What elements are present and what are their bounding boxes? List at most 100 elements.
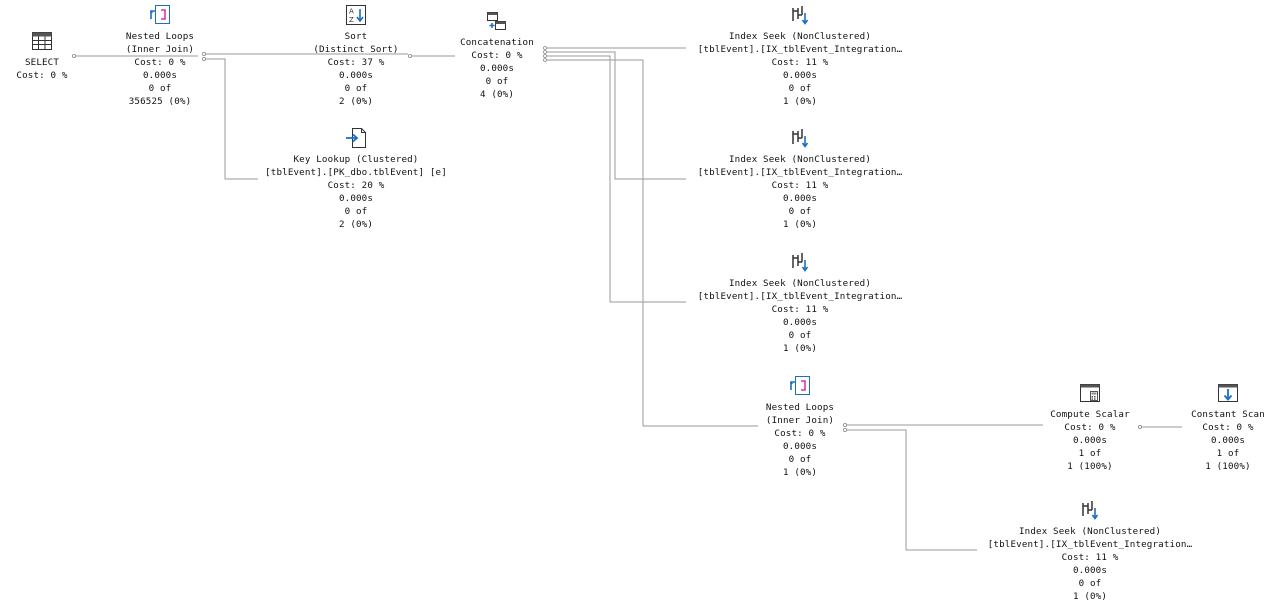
- operator-name: Key Lookup (Clustered): [293, 154, 419, 165]
- compute-scalar-icon: [1077, 380, 1103, 406]
- sort-node[interactable]: A Z Sort (Distinct Sort) Cost: 37 % 0.00…: [231, 2, 481, 108]
- operator-object: [tblEvent].[IX_tblEvent_Integration…: [697, 43, 903, 55]
- operator-name: Sort: [344, 31, 368, 42]
- operator-name: Index Seek (NonClustered): [728, 278, 872, 289]
- operator-rows: 0 of: [788, 205, 812, 217]
- operator-time: 0.000s: [782, 440, 818, 452]
- operator-type: (Inner Join): [125, 43, 195, 55]
- index-seek-node[interactable]: Index Seek (NonClustered) [tblEvent].[IX…: [965, 497, 1215, 603]
- operator-cost: Cost: 0 %: [774, 427, 826, 439]
- sort-icon: A Z: [343, 2, 369, 28]
- operator-object: [tblEvent].[PK_dbo.tblEvent] [e]: [265, 166, 447, 178]
- edge-nested-loops-key-lookup: [204, 58, 258, 180]
- operator-estimate: 356525 (0%): [128, 95, 192, 107]
- operator-estimate: 1 (0%): [782, 95, 818, 107]
- operator-rows: 0 of: [485, 75, 509, 87]
- operator-time: 0.000s: [479, 62, 515, 74]
- operator-object: [tblEvent].[IX_tblEvent_Integration…: [697, 166, 903, 178]
- index-seek-icon: [787, 125, 813, 151]
- operator-estimate: 2 (0%): [338, 218, 374, 230]
- operator-time: 0.000s: [142, 69, 178, 81]
- operator-name: Index Seek (NonClustered): [728, 31, 872, 42]
- operator-name: SELECT: [24, 57, 60, 68]
- operator-rows: 0 of: [788, 453, 812, 465]
- operator-estimate: 1 (100%): [1205, 460, 1251, 472]
- nested-loops-node[interactable]: Nested Loops (Inner Join) Cost: 0 % 0.00…: [675, 373, 925, 479]
- edge-connector: [201, 57, 206, 62]
- operator-name: Nested Loops: [125, 31, 195, 42]
- operator-cost: Cost: 0 %: [1064, 421, 1116, 433]
- operator-name: Nested Loops: [765, 402, 835, 413]
- operator-estimate: 1 (100%): [1067, 460, 1113, 472]
- operator-rows: 0 of: [788, 82, 812, 94]
- operator-time: 0.000s: [338, 192, 374, 204]
- operator-name: Concatenation: [460, 37, 534, 48]
- edge-concat-index-seek-2: [545, 51, 686, 180]
- operator-rows: 1 of: [1078, 447, 1102, 459]
- constant-scan-icon: [1215, 380, 1241, 406]
- operator-name: Index Seek (NonClustered): [1018, 526, 1162, 537]
- concatenation-node[interactable]: Concatenation Cost: 0 % 0.000s 0 of 4 (0…: [372, 8, 622, 102]
- operator-type: (Inner Join): [765, 414, 835, 426]
- concatenation-icon: [484, 8, 510, 34]
- operator-rows: 0 of: [344, 205, 368, 217]
- operator-estimate: 1 (0%): [782, 342, 818, 354]
- svg-text:Z: Z: [349, 16, 354, 24]
- edge-nested-loops-2-index-seek-4: [845, 429, 977, 551]
- operator-rows: 0 of: [788, 329, 812, 341]
- select-node[interactable]: SELECT Cost: 0 %: [0, 28, 167, 83]
- index-seek-node[interactable]: Index Seek (NonClustered) [tblEvent].[IX…: [675, 249, 925, 355]
- constant-scan-node[interactable]: Constant Scan Cost: 0 % 0.000s 1 of 1 (1…: [1103, 380, 1280, 474]
- key-lookup-icon: [343, 125, 369, 151]
- edge-connector: [1138, 424, 1143, 429]
- edge-connector: [543, 50, 547, 54]
- operator-cost: Cost: 37 %: [327, 56, 385, 68]
- operator-rows: 1 of: [1216, 447, 1240, 459]
- operator-rows: 0 of: [344, 82, 368, 94]
- operator-cost: Cost: 20 %: [327, 179, 385, 191]
- compute-scalar-node[interactable]: Compute Scalar Cost: 0 % 0.000s 1 of 1 (…: [965, 380, 1215, 474]
- operator-estimate: 1 (0%): [782, 466, 818, 478]
- nested-loops-icon: [787, 373, 813, 399]
- edge-connector: [72, 54, 77, 59]
- operator-time: 0.000s: [1210, 434, 1246, 446]
- operator-object: [tblEvent].[IX_tblEvent_Integration…: [987, 538, 1193, 550]
- operator-name: Constant Scan: [1191, 409, 1265, 420]
- edge-concat-nested-loops-2: [545, 59, 758, 427]
- operator-estimate: 4 (0%): [479, 88, 515, 100]
- index-seek-node[interactable]: Index Seek (NonClustered) [tblEvent].[IX…: [675, 2, 925, 108]
- edge-connector: [543, 46, 547, 50]
- operator-estimate: 2 (0%): [338, 95, 374, 107]
- operator-time: 0.000s: [338, 69, 374, 81]
- operator-cost: Cost: 11 %: [771, 56, 829, 68]
- operator-cost: Cost: 11 %: [771, 179, 829, 191]
- operator-name: Index Seek (NonClustered): [728, 154, 872, 165]
- operator-time: 0.000s: [782, 192, 818, 204]
- operator-rows: 0 of: [1078, 577, 1102, 589]
- svg-text:A: A: [349, 8, 354, 16]
- operator-name: Compute Scalar: [1050, 409, 1130, 420]
- index-seek-icon: [1077, 497, 1103, 523]
- key-lookup-node[interactable]: Key Lookup (Clustered) [tblEvent].[PK_db…: [231, 125, 481, 231]
- nested-loops-icon: [147, 2, 173, 28]
- operator-cost: Cost: 0 %: [16, 69, 68, 81]
- select-icon: [29, 28, 55, 54]
- edge-concat-index-seek-3: [545, 55, 686, 303]
- operator-rows: 0 of: [148, 82, 172, 94]
- operator-estimate: 1 (0%): [782, 218, 818, 230]
- operator-cost: Cost: 11 %: [1061, 551, 1119, 563]
- edge-connector: [543, 54, 547, 58]
- operator-time: 0.000s: [1072, 564, 1108, 576]
- operator-type: (Distinct Sort): [313, 43, 399, 55]
- index-seek-icon: [787, 2, 813, 28]
- operator-estimate: 1 (0%): [1072, 590, 1108, 602]
- edge-connector: [407, 54, 412, 59]
- index-seek-icon: [787, 249, 813, 275]
- index-seek-node[interactable]: Index Seek (NonClustered) [tblEvent].[IX…: [675, 125, 925, 231]
- nested-loops-node[interactable]: Nested Loops (Inner Join) Cost: 0 % 0.00…: [35, 2, 285, 108]
- edge-connector: [201, 52, 206, 57]
- edge-connector: [543, 58, 547, 62]
- edge-connector: [843, 427, 848, 432]
